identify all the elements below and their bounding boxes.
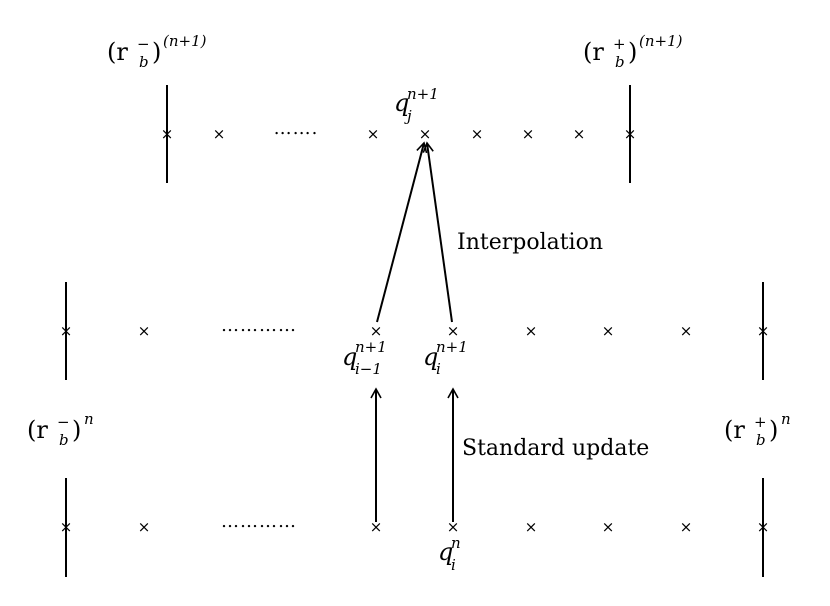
svg-text:(r: (r [583, 38, 604, 66]
svg-text:+: + [754, 413, 767, 431]
svg-text:(r: (r [107, 38, 128, 66]
grid-point-cross: × [624, 125, 637, 143]
grid-point-cross-target: × [419, 125, 432, 143]
svg-text:q: q [438, 538, 453, 566]
top-row-ellipsis: ……. [274, 118, 319, 139]
grid-point-cross: × [680, 322, 693, 340]
middle-right-point-label: q i n+1 [423, 338, 468, 378]
grid-point-cross: × [213, 125, 226, 143]
top-row-crosses: × × × × × × × × [161, 125, 637, 143]
grid-point-cross: × [60, 322, 73, 340]
svg-text:n+1: n+1 [436, 338, 468, 356]
grid-point-cross: × [370, 518, 383, 536]
svg-text:): ) [72, 416, 81, 444]
svg-text:j: j [404, 107, 412, 125]
grid-point-cross: × [757, 518, 770, 536]
svg-text:i: i [436, 360, 441, 378]
svg-text:b: b [756, 431, 766, 449]
svg-text:n+1: n+1 [355, 338, 387, 356]
grid-point-cross: × [602, 322, 615, 340]
svg-text:n: n [84, 410, 94, 428]
interpolation-annotation: Interpolation [457, 230, 603, 255]
svg-text:(n+1): (n+1) [639, 32, 683, 50]
grid-point-cross: × [447, 518, 460, 536]
interpolation-arrow-right [422, 141, 453, 323]
svg-text:(r: (r [724, 416, 745, 444]
svg-text:(r: (r [27, 416, 48, 444]
grid-point-cross: × [138, 322, 151, 340]
svg-text:q: q [423, 343, 438, 371]
svg-text:n+1: n+1 [407, 85, 439, 103]
svg-text:−: − [57, 413, 70, 431]
middle-left-point-label: q i−1 n+1 [342, 338, 387, 378]
middle-row-ellipsis: ………… [221, 315, 297, 336]
svg-text:b: b [615, 53, 625, 71]
svg-text:i: i [451, 556, 456, 574]
grid-point-cross: × [370, 322, 383, 340]
bottom-row-ellipsis: ………… [221, 511, 297, 532]
svg-text:q: q [342, 343, 357, 371]
bottom-row-crosses: × × × × × × × × [60, 518, 770, 536]
svg-text:+: + [613, 35, 626, 53]
grid-point-cross: × [525, 518, 538, 536]
grid-point-cross: × [525, 322, 538, 340]
target-point-label: q j n+1 [394, 85, 439, 125]
grid-point-cross: × [602, 518, 615, 536]
source-point-label: q i n [438, 534, 461, 574]
svg-text:n: n [781, 410, 791, 428]
svg-text:q: q [394, 89, 409, 117]
svg-text:): ) [152, 38, 161, 66]
grid-point-cross: × [471, 125, 484, 143]
grid-point-cross: × [367, 125, 380, 143]
svg-text:b: b [59, 431, 69, 449]
grid-point-cross: × [138, 518, 151, 536]
svg-text:−: − [137, 35, 150, 53]
grid-point-cross: × [447, 322, 460, 340]
grid-point-cross: × [522, 125, 535, 143]
grid-point-cross: × [680, 518, 693, 536]
svg-text:(n+1): (n+1) [163, 32, 207, 50]
svg-text:b: b [139, 53, 149, 71]
bottom-left-boundary-label: (r b − ) n [27, 410, 94, 449]
middle-row-crosses: × × × × × × × × [60, 322, 770, 340]
grid-point-cross: × [757, 322, 770, 340]
svg-text:): ) [628, 38, 637, 66]
interpolation-arrow-left [376, 141, 428, 323]
grid-point-cross: × [161, 125, 174, 143]
grid-point-cross: × [573, 125, 586, 143]
svg-text:): ) [769, 416, 778, 444]
bottom-right-boundary-label: (r b + ) n [724, 410, 791, 449]
grid-point-cross: × [60, 518, 73, 536]
svg-text:n: n [451, 534, 461, 552]
standard-update-annotation: Standard update [462, 436, 649, 461]
top-right-boundary-label: (r b + ) (n+1) [583, 32, 683, 71]
top-left-boundary-label: (r b − ) (n+1) [107, 32, 207, 71]
svg-text:i−1: i−1 [355, 360, 382, 378]
